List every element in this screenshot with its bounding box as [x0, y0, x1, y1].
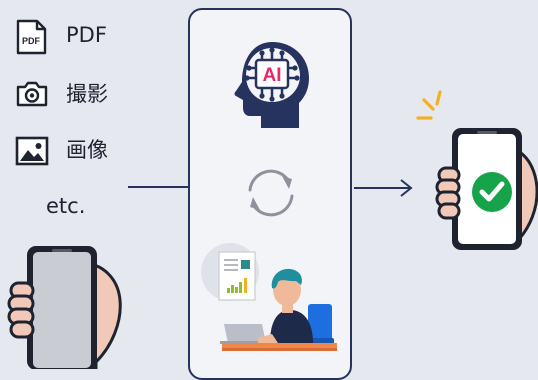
input-label-photo: 撮影	[66, 82, 108, 106]
ai-brain-icon: AI	[232, 38, 312, 132]
hand-holding-phone-check-illustration	[434, 124, 538, 254]
input-label-image: 画像	[66, 138, 108, 162]
sync-icon	[240, 164, 302, 222]
output-arrow	[354, 178, 416, 198]
hand-holding-phone-illustration	[0, 236, 130, 369]
ai-badge-text: AI	[263, 65, 282, 86]
analyst-worker-illustration	[200, 240, 342, 358]
sparkle-lines	[416, 90, 466, 132]
pdf-icon-text: PDF	[22, 36, 41, 46]
input-label-etc: etc.	[46, 194, 86, 218]
image-icon	[15, 136, 49, 166]
input-connector-line	[128, 186, 190, 188]
input-label-pdf: PDF	[66, 23, 107, 47]
pdf-file-icon: PDF	[15, 19, 47, 55]
camera-icon	[15, 80, 49, 108]
